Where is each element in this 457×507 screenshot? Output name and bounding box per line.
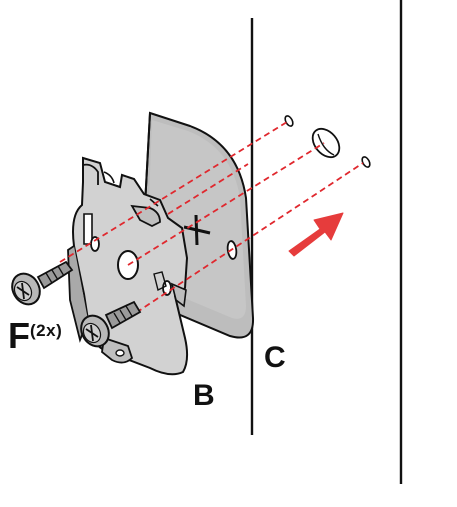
screw-label: F <box>8 315 30 356</box>
wall-cable-hole <box>311 127 341 159</box>
screw-icon <box>11 260 74 306</box>
bracket-hole-center <box>117 250 139 280</box>
arrow-right-up-icon <box>288 212 344 257</box>
bracket-hole-right <box>162 280 172 296</box>
screw-quantity-label: (2x) <box>30 321 63 340</box>
bracket-hole-left <box>90 236 100 252</box>
wall-label: C <box>264 341 286 374</box>
alignment-guides <box>59 121 364 319</box>
wall-hole-top <box>284 115 294 127</box>
wall-hole-bottom <box>361 156 371 168</box>
bracket-label: B <box>193 379 215 412</box>
screw-icon <box>80 300 142 348</box>
